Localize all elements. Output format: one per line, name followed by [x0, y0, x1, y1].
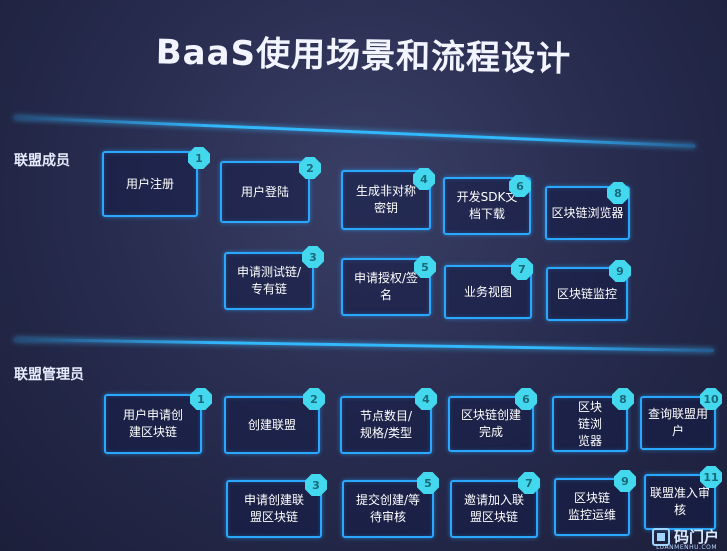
flow-box-query-alliance-users: 查询联盟用户: [640, 396, 716, 450]
step-badge: 1: [190, 388, 212, 410]
step-badge: 5: [414, 256, 436, 278]
flow-box-create-alliance: 创建联盟: [224, 396, 320, 454]
slide-title: BaaS使用场景和流程设计: [155, 32, 572, 80]
step-badge: 9: [609, 260, 631, 282]
step-badge: 5: [417, 472, 439, 494]
flow-box-submit-await-review: 提交创建/等 待审核: [342, 480, 434, 538]
watermark-subtext: LUANMENHU.COM: [656, 544, 717, 551]
flow-box-apply-test-chain: 申请测试链/ 专有链: [224, 252, 314, 310]
flow-box-user-register: 用户注册: [102, 151, 198, 217]
section-divider-members: [13, 116, 696, 148]
watermark-logo-icon: [651, 527, 670, 546]
section-label-admins: 联盟管理员: [14, 367, 84, 383]
watermark: 码门户: [651, 526, 719, 547]
step-badge: 3: [302, 246, 324, 268]
step-badge: 2: [303, 388, 325, 410]
step-badge: 2: [299, 157, 321, 179]
flow-box-chain-created: 区块链创建 完成: [448, 396, 534, 452]
flow-box-monitor-ops: 区块链 监控运维: [554, 478, 630, 536]
step-badge: 6: [509, 175, 531, 197]
watermark-text: 码门户: [673, 528, 719, 546]
section-divider-admins: [13, 338, 714, 352]
step-badge: 8: [612, 388, 634, 410]
step-badge: 11: [700, 466, 722, 488]
step-badge: 8: [607, 182, 629, 204]
step-badge: 7: [518, 472, 540, 494]
flow-box-user-login: 用户登陆: [220, 161, 310, 223]
step-badge: 4: [413, 168, 435, 190]
step-badge: 9: [614, 470, 636, 492]
step-badge: 3: [305, 474, 327, 496]
flow-box-node-specs: 节点数目/ 规格/类型: [340, 396, 432, 454]
step-badge: 4: [415, 388, 437, 410]
step-badge: 10: [700, 388, 722, 410]
step-badge: 7: [511, 258, 533, 280]
step-badge: 6: [515, 388, 537, 410]
flow-box-invite-join-chain: 邀请加入联 盟区块链: [450, 480, 538, 538]
section-label-members: 联盟成员: [14, 153, 70, 169]
step-badge: 1: [188, 147, 210, 169]
flow-box-admin-blockchain-browser: 区块 链浏 览器: [552, 396, 628, 452]
flow-box-user-apply-create-chain: 用户申请创 建区块链: [104, 394, 202, 454]
